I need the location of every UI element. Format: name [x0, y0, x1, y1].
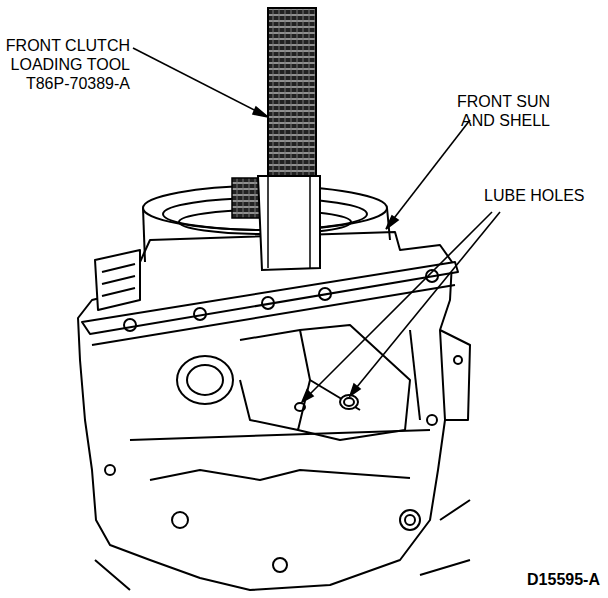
part-label: FRONT CLUTCH LOADING TOOL T86P-70389-A [2, 36, 130, 93]
part-label: LUBE HOLES [484, 186, 604, 205]
figure-number: D15595-A [500, 570, 600, 589]
part-label: FRONT SUN AND SHELL [448, 92, 550, 130]
